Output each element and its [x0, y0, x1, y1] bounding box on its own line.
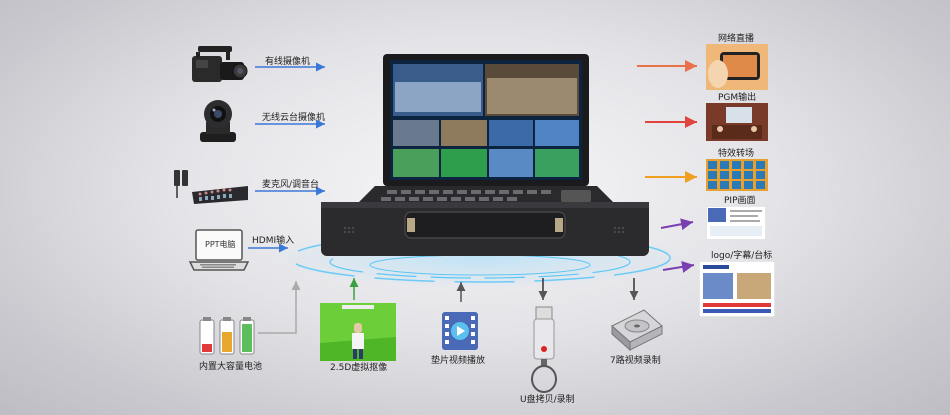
- battery-icon: [199, 317, 255, 355]
- mixer-icon: [174, 170, 248, 204]
- input-label-battery: 内置大容量电池: [199, 362, 263, 372]
- output-label-transition: 特效转场: [718, 149, 755, 159]
- pgm-thumbnail: [706, 103, 768, 141]
- label-usb-copy: U盘拷贝/录制: [520, 395, 575, 405]
- label-virtual-keying: 2.5D虚拟抠像: [330, 363, 388, 373]
- ptz-camera-icon: [200, 100, 236, 142]
- hard-drive-icon: [611, 309, 663, 352]
- output-label-live: 网络直播: [718, 34, 755, 44]
- video-file-icon: [442, 312, 478, 350]
- output-label-pip: PIP画面: [724, 196, 756, 206]
- transition-grid-thumbnail: [706, 159, 768, 191]
- logo-overlay-thumbnail: [699, 261, 775, 317]
- input-label-hdmi: HDMI输入: [252, 236, 295, 246]
- laptop-screen-label: PPT电脑: [205, 240, 236, 249]
- camcorder-icon: [192, 46, 248, 82]
- input-label-ptz-camera: 无线云台摄像机: [262, 113, 326, 123]
- usb-drive-icon: [531, 306, 557, 393]
- green-screen-icon: [320, 303, 396, 361]
- device-icon: [321, 54, 649, 256]
- label-hdd-record: 7路视频录制: [610, 356, 661, 366]
- input-label-mic-mixer: 麦克风/调音台: [262, 180, 320, 190]
- output-label-logo: logo/字幕/台标: [711, 251, 773, 261]
- pip-thumbnail: [706, 206, 766, 240]
- label-video-playback: 垫片视频播放: [431, 356, 486, 366]
- output-label-pgm: PGM输出: [718, 93, 757, 103]
- laptop-icon: [188, 229, 250, 271]
- phone-stream-thumbnail: [706, 44, 768, 90]
- input-label-wired-camera: 有线摄像机: [265, 57, 311, 67]
